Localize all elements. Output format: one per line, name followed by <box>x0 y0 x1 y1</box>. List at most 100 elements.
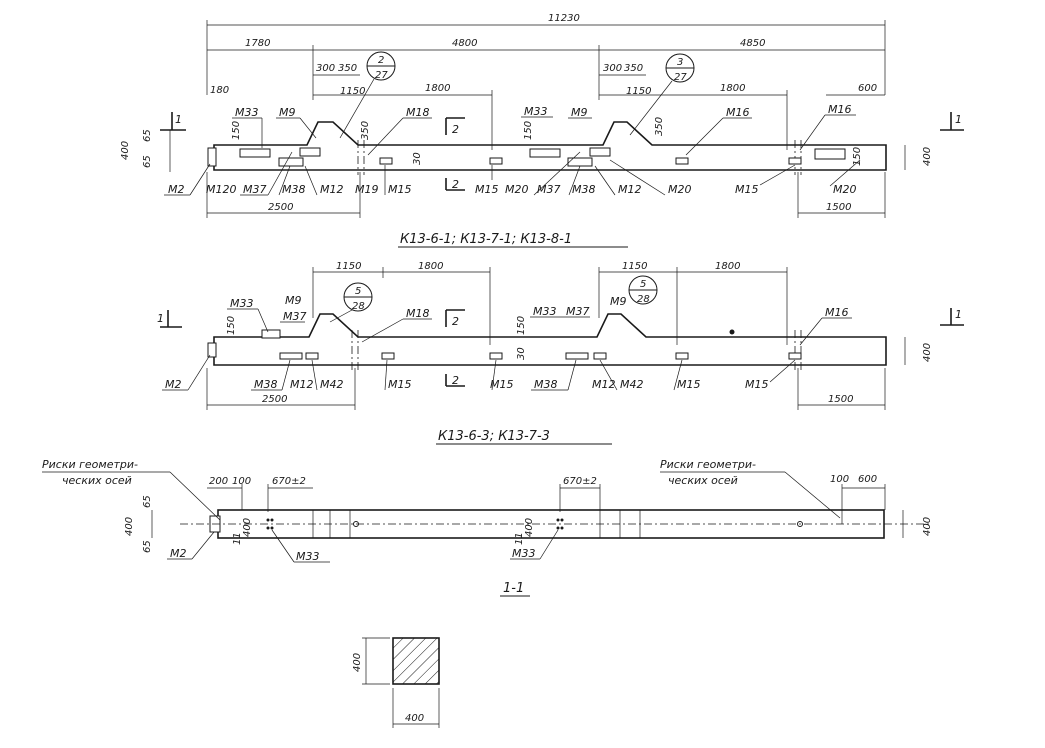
beam1-dim-400-left: 400 <box>120 141 131 160</box>
beam2-label-m12a: М12 <box>290 378 314 391</box>
beam2-dim-1500: 1500 <box>828 394 853 405</box>
beam1-label-m38b: М38 <box>572 183 596 196</box>
beam2-section2-top: 2 <box>452 315 459 328</box>
beam2-outline <box>213 313 887 366</box>
beam1-label-m33b: М33 <box>524 105 548 118</box>
beam1-label-m16b: М16 <box>828 103 852 116</box>
beam1-dim-150b: 150 <box>523 121 534 140</box>
beam2-dim-1150a: 1150 <box>336 261 361 272</box>
beam1-label-m38a: М38 <box>282 183 306 196</box>
beam2-label-m33a: М33 <box>230 297 254 310</box>
beam1-callout2-top: 3 <box>677 57 683 68</box>
beam3-dim-65b: 65 <box>142 540 153 553</box>
beam1-label-m37a: М37 <box>243 183 267 196</box>
beam1-callout1-bottom: 27 <box>375 70 388 81</box>
beam1-dim-150c: 150 <box>852 147 863 166</box>
beam2-label-m33b: М33 <box>533 305 557 318</box>
beam3-dim-400-s2: 400 <box>524 518 535 537</box>
beam1-dim-65b: 65 <box>142 155 153 168</box>
beam2-section1-left: 1 <box>157 312 164 325</box>
beam3-label-m33b: М33 <box>512 547 536 560</box>
beam3-dim-400-s1: 400 <box>242 518 253 537</box>
beam1-dim-1150a: 1150 <box>340 86 365 97</box>
beam1-callout2-bottom: 27 <box>674 72 687 83</box>
beam2-label-m15a: М15 <box>388 378 412 391</box>
beam3-dim-600: 600 <box>858 474 877 485</box>
section-hatched-square <box>392 637 440 685</box>
beam2-section2-bottom: 2 <box>452 374 459 387</box>
beam2-label-m16: М16 <box>825 306 849 319</box>
beam1-label-m2: М2 <box>168 183 185 196</box>
beam1-label-m20c: М20 <box>833 183 857 196</box>
beam1-label-m9b: М9 <box>571 106 588 119</box>
beam1-dim-65a: 65 <box>142 129 153 142</box>
beam1-dim-300b: 300 <box>603 63 622 74</box>
beam1-dim-300a: 300 <box>316 63 335 74</box>
beam1-dim-180: 180 <box>210 85 229 96</box>
beam3-label-m2: М2 <box>170 547 187 560</box>
beam1-label-m19: М19 <box>355 183 379 196</box>
beam1-dim-400-right: 400 <box>922 147 933 166</box>
beam2-label-m38b: М38 <box>534 378 558 391</box>
section-height-label: 400 <box>352 653 363 672</box>
beam1-dim-350a: 350 <box>338 63 357 74</box>
beam1-label-m15c: М15 <box>735 183 759 196</box>
beam2-dim-30: 30 <box>516 347 527 360</box>
beam1-dim-30: 30 <box>412 152 423 165</box>
beam3-dim-200: 200 <box>209 476 228 487</box>
beam2-label-m42b: М42 <box>620 378 644 391</box>
overall-dimensions: 11230 1780 4800 4850 <box>206 13 886 100</box>
beam2-dim-150b: 150 <box>516 316 527 335</box>
overall-length-label: 11230 <box>548 13 580 24</box>
beam2-dim-1800b: 1800 <box>715 261 740 272</box>
beam3-note-right-line1: Риски геометри- <box>660 458 756 471</box>
beam1-view: 300 350 1150 1800 300 350 1150 1800 600 … <box>120 51 964 248</box>
beam3-note-left-line2: ческих осей <box>62 474 132 487</box>
beam1-section2-bottom: 2 <box>452 178 459 191</box>
beam1-label-m16a: М16 <box>726 106 750 119</box>
beam2-callout2-bottom: 28 <box>637 294 650 305</box>
beam1-label-m15b: М15 <box>475 183 499 196</box>
beam3-dim-400-right: 400 <box>922 517 933 536</box>
beam2-label-m38a: М38 <box>254 378 278 391</box>
beam1-label-m18: М18 <box>406 106 430 119</box>
segment3-label: 4850 <box>740 38 765 49</box>
beam1-dim-1800a: 1800 <box>425 83 450 94</box>
beam2-label-m15b: М15 <box>490 378 514 391</box>
beam2-view: 1150 1800 1150 1800 150 150 30 400 2500 … <box>157 261 964 445</box>
beam2-label-m9a: М9 <box>285 294 302 307</box>
beam2-label-m15d: М15 <box>745 378 769 391</box>
segment2-label: 4800 <box>452 38 477 49</box>
beam2-dim-2500: 2500 <box>262 394 287 405</box>
beam3-note-right-line2: ческих осей <box>668 474 738 487</box>
beam1-dim-350vb: 350 <box>654 117 665 136</box>
beam1-dim-150a: 150 <box>231 121 242 140</box>
beam1-dim-1500: 1500 <box>826 202 851 213</box>
beam3-dim-670b: 670±2 <box>563 476 597 487</box>
section-title: 1-1 <box>503 581 524 596</box>
beam3-dim-11b: 11 <box>514 532 525 545</box>
section-1-1: 1-1 400 400 <box>352 581 530 728</box>
beam1-dim-1800b: 1800 <box>720 83 745 94</box>
beam1-label-m20a: М20 <box>505 183 529 196</box>
beam1-section1-right: 1 <box>955 113 962 126</box>
beam2-label-m15c: М15 <box>677 378 701 391</box>
beam2-label-m42a: М42 <box>320 378 344 391</box>
beam1-dim-350va: 350 <box>360 121 371 140</box>
beam2-dim-1150b: 1150 <box>622 261 647 272</box>
beam2-dim-400-right: 400 <box>922 343 933 362</box>
beam2-label-m2: М2 <box>165 378 182 391</box>
beam1-label-m15a: М15 <box>388 183 412 196</box>
beam3-label-m33a: М33 <box>296 550 320 563</box>
segment1-label: 1780 <box>245 38 270 49</box>
beam2-label-m18: М18 <box>406 307 430 320</box>
beam2-dim-150a: 150 <box>226 316 237 335</box>
beam1-label-m33a: М33 <box>235 106 259 119</box>
beam1-label-m20b: М20 <box>668 183 692 196</box>
beam1-outline <box>213 121 887 171</box>
beam1-dim-2500: 2500 <box>268 202 293 213</box>
beam2-callout2-top: 5 <box>640 279 646 290</box>
beam3-dim-400-left: 400 <box>124 517 135 536</box>
beam3-dim-100a: 100 <box>232 476 251 487</box>
